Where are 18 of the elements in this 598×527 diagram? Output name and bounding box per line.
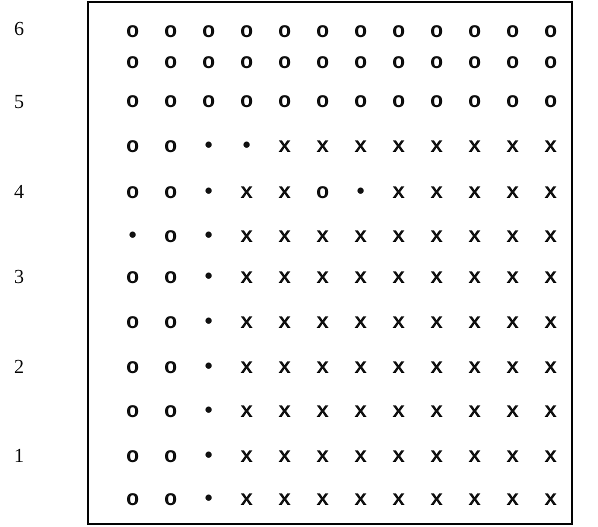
symbol-row: o o • x x o • x x x x x bbox=[126, 182, 564, 204]
symbol-row: o o • x x x x x x x x x bbox=[126, 401, 564, 423]
axis-tick-label: 2 bbox=[14, 357, 24, 377]
symbol-row: o o o o o o o o o o o o bbox=[126, 91, 564, 113]
axis-tick-label: 4 bbox=[14, 182, 24, 202]
symbol-row: o o • x x x x x x x x x bbox=[126, 489, 564, 511]
symbol-row: o o • x x x x x x x x x bbox=[126, 312, 564, 334]
axis-tick-label: 5 bbox=[14, 92, 24, 112]
symbol-row: o o • x x x x x x x x x bbox=[126, 446, 564, 468]
symbol-row: o o o o o o o o o o o o bbox=[126, 21, 564, 43]
symbol-row: • o • x x x x x x x x x bbox=[126, 226, 564, 248]
symbol-row: o o • • x x x x x x x x bbox=[126, 136, 564, 158]
axis-tick-label: 6 bbox=[14, 19, 24, 39]
symbol-row: o o • x x x x x x x x x bbox=[126, 357, 564, 379]
symbol-row: o o o o o o o o o o o o bbox=[126, 52, 564, 74]
axis-tick-label: 1 bbox=[14, 446, 24, 466]
axis-tick-label: 3 bbox=[14, 267, 24, 287]
symbol-row: o o • x x x x x x x x x bbox=[126, 267, 564, 289]
